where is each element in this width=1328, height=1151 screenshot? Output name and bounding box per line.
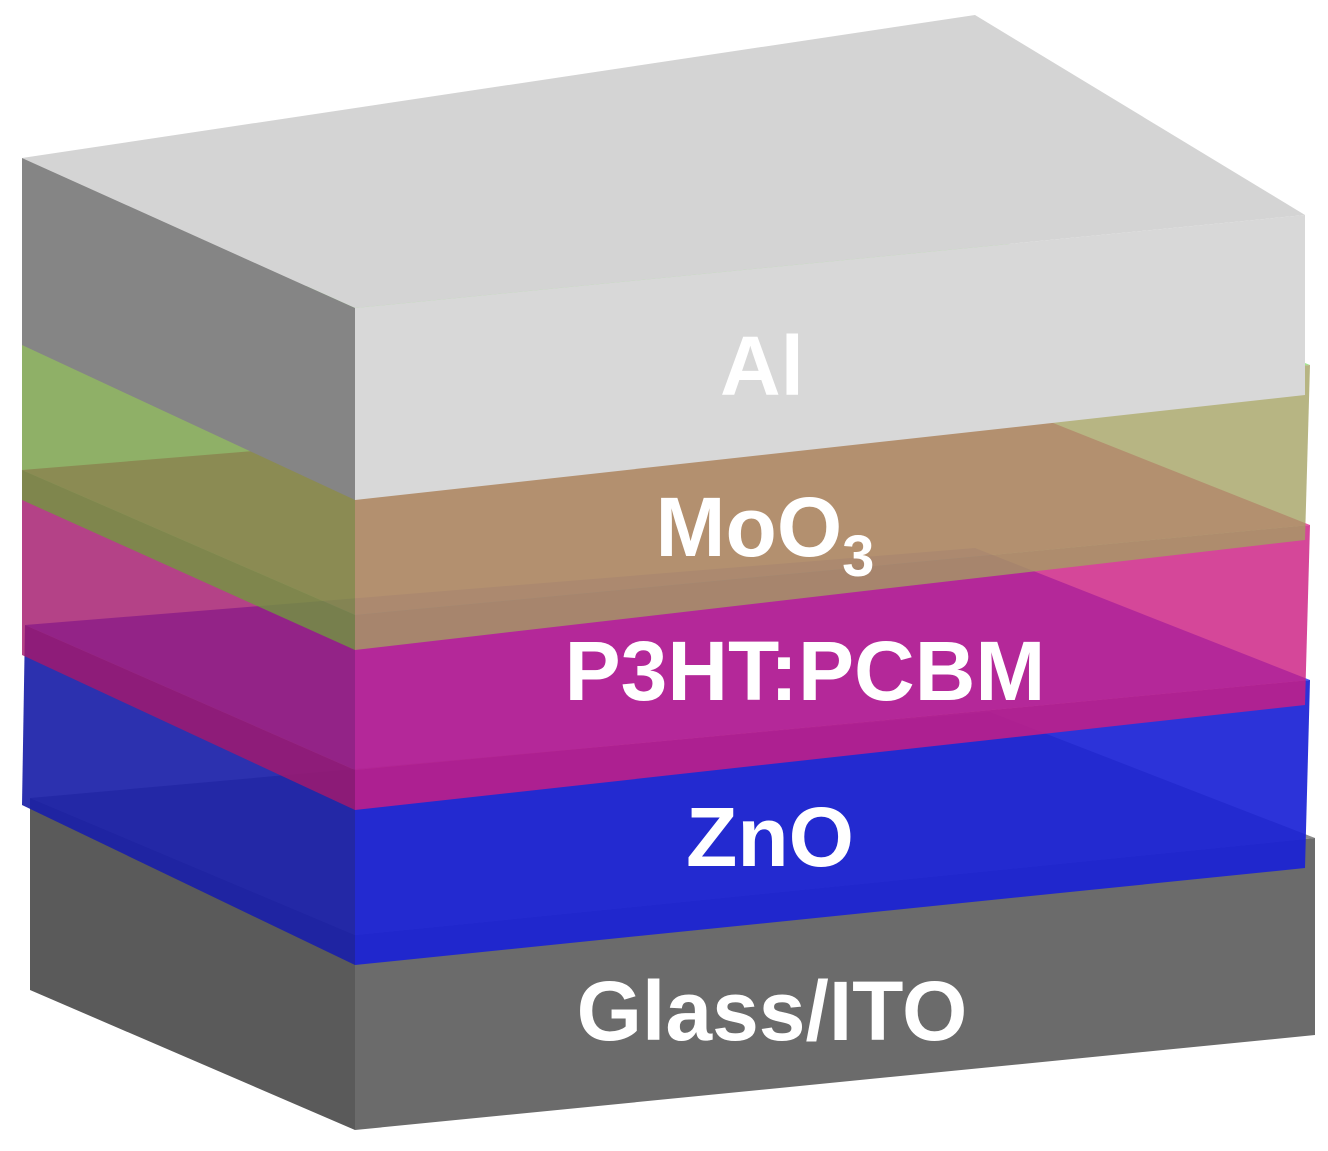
- glass-ito-label: Glass/ITO: [577, 964, 968, 1058]
- moo3-label-main: MoO: [656, 480, 843, 574]
- moo3-label: MoO3: [656, 480, 875, 589]
- al-front-face: [355, 215, 1305, 500]
- moo3-label-subscript: 3: [842, 524, 874, 589]
- layer-al: [22, 15, 1305, 500]
- zno-left-face: [22, 625, 355, 965]
- p3ht-pcbm-left-face: [22, 470, 355, 810]
- zno-label: ZnO: [686, 790, 854, 884]
- moo3-left-face: [22, 310, 355, 650]
- al-top-face: [22, 15, 1305, 308]
- al-left-face: [22, 158, 355, 500]
- p3ht-pcbm-label: P3HT:PCBM: [565, 624, 1046, 718]
- al-label: Al: [720, 319, 804, 413]
- glass-ito-left-face: [30, 798, 355, 1130]
